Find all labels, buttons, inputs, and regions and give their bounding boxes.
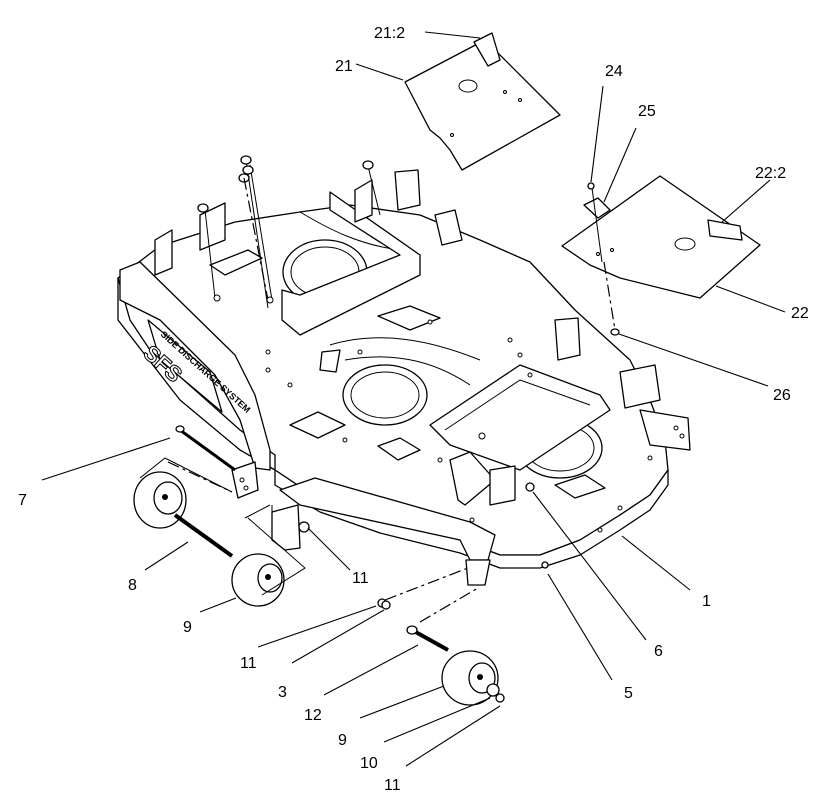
gauge-wheel-arm-front (271, 477, 496, 586)
callout-22-2: 22:2 (755, 165, 786, 182)
rear-axle-bolt (175, 425, 236, 472)
callout-22: 22 (791, 305, 809, 322)
callout-24: 24 (605, 63, 623, 80)
callout-3: 3 (278, 684, 287, 701)
callout-12: 12 (304, 707, 322, 724)
callout-21-2: 21:2 (374, 25, 405, 42)
mounting-brackets (154, 169, 691, 506)
callout-21: 21 (335, 58, 353, 75)
hardware-nuts (298, 482, 549, 610)
callout-10: 10 (360, 755, 378, 772)
callout-11-front: 11 (240, 655, 257, 672)
callout-8: 8 (128, 577, 137, 594)
gauge-wheel-front (406, 625, 505, 706)
gauge-wheel-bracket-rear (231, 461, 259, 499)
callout-1: 1 (702, 593, 711, 610)
deck-holes (265, 319, 653, 533)
pulley-frames (281, 191, 611, 471)
gauge-wheel-rear-top (133, 471, 187, 529)
callout-labels: 21:2 21 24 25 22:2 22 26 7 8 9 11 11 3 1… (18, 25, 809, 794)
gauge-wheel-rear-bottom (231, 553, 285, 607)
callout-25: 25 (638, 103, 656, 120)
deck-pads (209, 249, 606, 499)
callout-6: 6 (654, 643, 663, 660)
leader-lines (41, 31, 786, 767)
callout-26: 26 (773, 387, 791, 404)
assembly-paths (139, 457, 479, 623)
callout-9-front: 9 (338, 732, 347, 749)
callout-7: 7 (18, 492, 27, 509)
gauge-wheel-axle-rear (173, 513, 234, 558)
callout-11-rear: 11 (352, 570, 369, 587)
callout-9-rear: 9 (183, 619, 192, 636)
belt-cover-right (561, 175, 761, 336)
callout-11-bottom: 11 (384, 777, 401, 794)
callout-5: 5 (624, 685, 633, 702)
bracket-bolts (197, 155, 381, 309)
belt-cover-left (404, 32, 561, 171)
